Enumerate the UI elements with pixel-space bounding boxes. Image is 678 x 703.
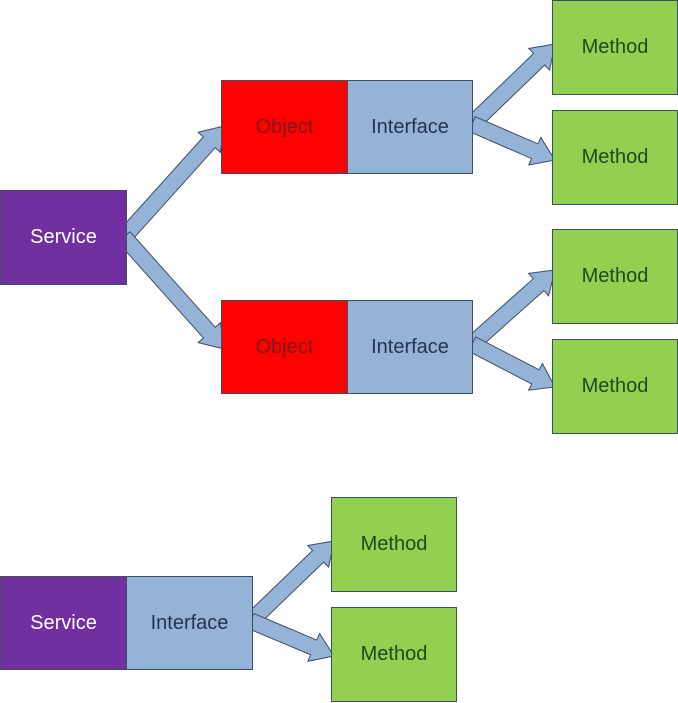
connector-arrow <box>244 540 335 628</box>
method-label: Method <box>581 146 649 168</box>
connector-arrow <box>117 125 225 244</box>
method-box: Method <box>552 229 678 324</box>
method-label: Method <box>360 643 428 665</box>
connector-arrow <box>117 230 225 350</box>
service-label: Service <box>30 226 97 248</box>
method-label: Method <box>360 533 428 555</box>
interface-box: Interface <box>347 300 473 394</box>
object-label: Object <box>255 335 314 358</box>
method-label: Method <box>581 375 649 397</box>
interface-label: Interface <box>150 611 229 634</box>
method-box: Method <box>552 339 678 434</box>
connector-arrow <box>465 43 556 131</box>
connector-arrow <box>465 269 556 351</box>
connector-arrow <box>247 612 335 662</box>
method-box: Method <box>331 607 457 702</box>
service-box: Service <box>0 190 127 285</box>
connector-arrow <box>468 116 556 166</box>
method-box: Method <box>331 497 457 592</box>
object-label: Object <box>255 115 314 138</box>
service-box: Service <box>0 576 127 670</box>
service-label: Service <box>30 611 97 634</box>
method-box: Method <box>552 0 678 95</box>
interface-box: Interface <box>347 80 473 174</box>
method-label: Method <box>581 36 649 58</box>
interface-box: Interface <box>126 576 253 670</box>
method-label: Method <box>581 265 649 287</box>
method-box: Method <box>552 110 678 205</box>
connector-arrow <box>467 336 556 391</box>
interface-label: Interface <box>371 115 449 138</box>
object-box: Object <box>221 80 348 174</box>
interface-label: Interface <box>371 335 449 358</box>
object-box: Object <box>221 300 348 394</box>
